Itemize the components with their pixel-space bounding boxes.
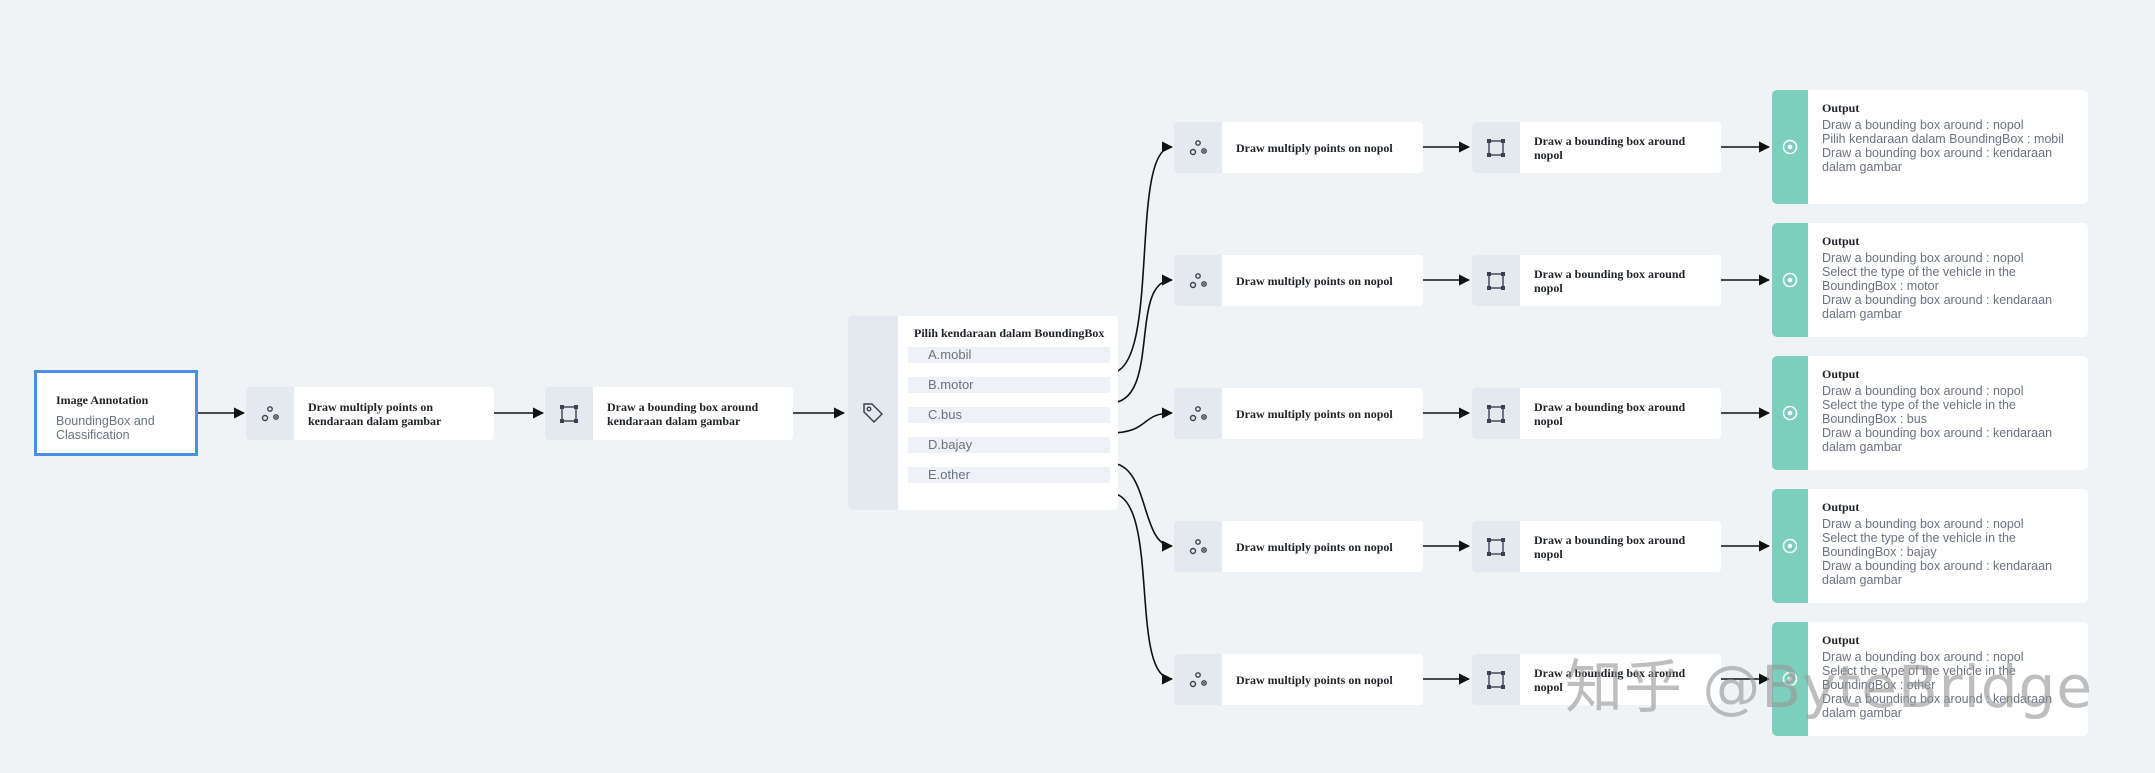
branch3-points-label: Draw multiply points on nopol	[1236, 406, 1393, 421]
branch3-output-node[interactable]: Output Draw a bounding box around : nopo…	[1772, 356, 2088, 470]
branch4-bbox-label: Draw a bounding box around nopol	[1534, 532, 1686, 561]
points-icon	[1174, 255, 1222, 306]
bounding-box-icon	[1472, 388, 1520, 439]
edge-option-e	[1109, 492, 1174, 685]
output-line: Select the type of the vehicle in the Bo…	[1822, 664, 2016, 692]
output-line: Draw a bounding box around : kendaraan d…	[1822, 293, 2053, 321]
output-target-icon	[1772, 223, 1808, 337]
branch1-output-node[interactable]: Output Draw a bounding box around : nopo…	[1772, 90, 2088, 204]
branch3-bbox-node[interactable]: Draw a bounding box around nopol	[1472, 388, 1721, 439]
branch2-points-node[interactable]: Draw multiply points on nopol	[1174, 255, 1423, 306]
step-bbox-label: Draw a bounding box around kendaraan dal…	[607, 399, 759, 428]
step-points-kendaraan[interactable]: Draw multiply points on kendaraan dalam …	[246, 387, 494, 440]
branch5-output-node[interactable]: Output Draw a bounding box around : nopo…	[1772, 622, 2088, 736]
watermark: 知乎 @ByteBridge	[1565, 653, 2094, 721]
branch4-output-node[interactable]: Output Draw a bounding box around : nopo…	[1772, 489, 2088, 603]
output-line: Draw a bounding box around : nopol	[1822, 517, 2024, 531]
output-line: Draw a bounding box around : kendaraan d…	[1822, 146, 2053, 174]
bounding-box-icon	[1472, 654, 1520, 705]
output-target-icon	[1772, 489, 1808, 603]
root-title: Image Annotation	[56, 393, 149, 407]
output-line: Draw a bounding box around : kendaraan d…	[1822, 559, 2053, 587]
branch1-bbox-label: Draw a bounding box around nopol	[1534, 133, 1686, 162]
choice-option-b[interactable]: B.motor	[908, 377, 1110, 393]
bounding-box-icon	[1472, 122, 1520, 173]
step-points-label: Draw multiply points on kendaraan dalam …	[308, 399, 442, 428]
output-line: Pilih kendaraan dalam BoundingBox : mobi…	[1822, 132, 2064, 146]
output-title: Output	[1822, 234, 1860, 248]
edge-option-b	[1109, 274, 1174, 404]
points-icon	[1174, 654, 1222, 705]
branch3-points-node[interactable]: Draw multiply points on nopol	[1174, 388, 1423, 439]
edge-option-c	[1109, 407, 1174, 434]
branch5-bbox-node[interactable]: Draw a bounding box around nopol	[1472, 654, 1721, 705]
choice-node[interactable]: Pilih kendaraan dalam BoundingBox A.mobi…	[848, 316, 1118, 510]
branch2-bbox-node[interactable]: Draw a bounding box around nopol	[1472, 255, 1721, 306]
output-target-icon	[1772, 622, 1808, 736]
branch4-points-label: Draw multiply points on nopol	[1236, 539, 1393, 554]
output-line: Select the type of the vehicle in the Bo…	[1822, 398, 2016, 426]
root-subtitle: BoundingBox and Classification	[56, 414, 155, 442]
output-line: Draw a bounding box around : kendaraan d…	[1822, 692, 2053, 720]
points-icon	[1174, 388, 1222, 439]
bounding-box-icon	[1472, 255, 1520, 306]
choice-option-a[interactable]: A.mobil	[908, 347, 1110, 363]
root-node[interactable]: Image Annotation BoundingBox and Classif…	[34, 370, 198, 456]
output-line: Select the type of the vehicle in the Bo…	[1822, 531, 2016, 559]
output-title: Output	[1822, 101, 1860, 115]
output-line: Draw a bounding box around : nopol	[1822, 384, 2024, 398]
output-target-icon	[1772, 90, 1808, 204]
points-icon	[1174, 122, 1222, 173]
output-line: Draw a bounding box around : nopol	[1822, 251, 2024, 265]
branch4-bbox-node[interactable]: Draw a bounding box around nopol	[1472, 521, 1721, 572]
output-line: Draw a bounding box around : kendaraan d…	[1822, 426, 2053, 454]
choice-question: Pilih kendaraan dalam BoundingBox	[914, 326, 1105, 340]
output-title: Output	[1822, 633, 1860, 647]
tag-icon	[848, 316, 898, 510]
edge-option-a	[1109, 141, 1174, 374]
output-title: Output	[1822, 367, 1860, 381]
branch1-points-label: Draw multiply points on nopol	[1236, 140, 1393, 155]
branch5-bbox-label: Draw a bounding box around nopol	[1534, 665, 1686, 694]
output-title: Output	[1822, 500, 1860, 514]
branch4-points-node[interactable]: Draw multiply points on nopol	[1174, 521, 1423, 572]
step-bbox-kendaraan[interactable]: Draw a bounding box around kendaraan dal…	[545, 387, 793, 440]
branch2-bbox-label: Draw a bounding box around nopol	[1534, 266, 1686, 295]
choice-option-d[interactable]: D.bajay	[908, 437, 1110, 453]
branch5-points-node[interactable]: Draw multiply points on nopol	[1174, 654, 1423, 705]
edge-option-d	[1109, 462, 1174, 552]
branch2-points-label: Draw multiply points on nopol	[1236, 273, 1393, 288]
output-line: Draw a bounding box around : nopol	[1822, 118, 2024, 132]
output-target-icon	[1772, 356, 1808, 470]
points-icon	[1174, 521, 1222, 572]
branch5-points-label: Draw multiply points on nopol	[1236, 672, 1393, 687]
bounding-box-icon	[1472, 521, 1520, 572]
branch1-points-node[interactable]: Draw multiply points on nopol	[1174, 122, 1423, 173]
output-line: Draw a bounding box around : nopol	[1822, 650, 2024, 664]
branch2-output-node[interactable]: Output Draw a bounding box around : nopo…	[1772, 223, 2088, 337]
points-icon	[246, 387, 294, 440]
choice-option-e[interactable]: E.other	[908, 467, 1110, 483]
branch3-bbox-label: Draw a bounding box around nopol	[1534, 399, 1686, 428]
bounding-box-icon	[545, 387, 593, 440]
output-line: Select the type of the vehicle in the Bo…	[1822, 265, 2016, 293]
choice-option-c[interactable]: C.bus	[908, 407, 1110, 423]
branch1-bbox-node[interactable]: Draw a bounding box around nopol	[1472, 122, 1721, 173]
